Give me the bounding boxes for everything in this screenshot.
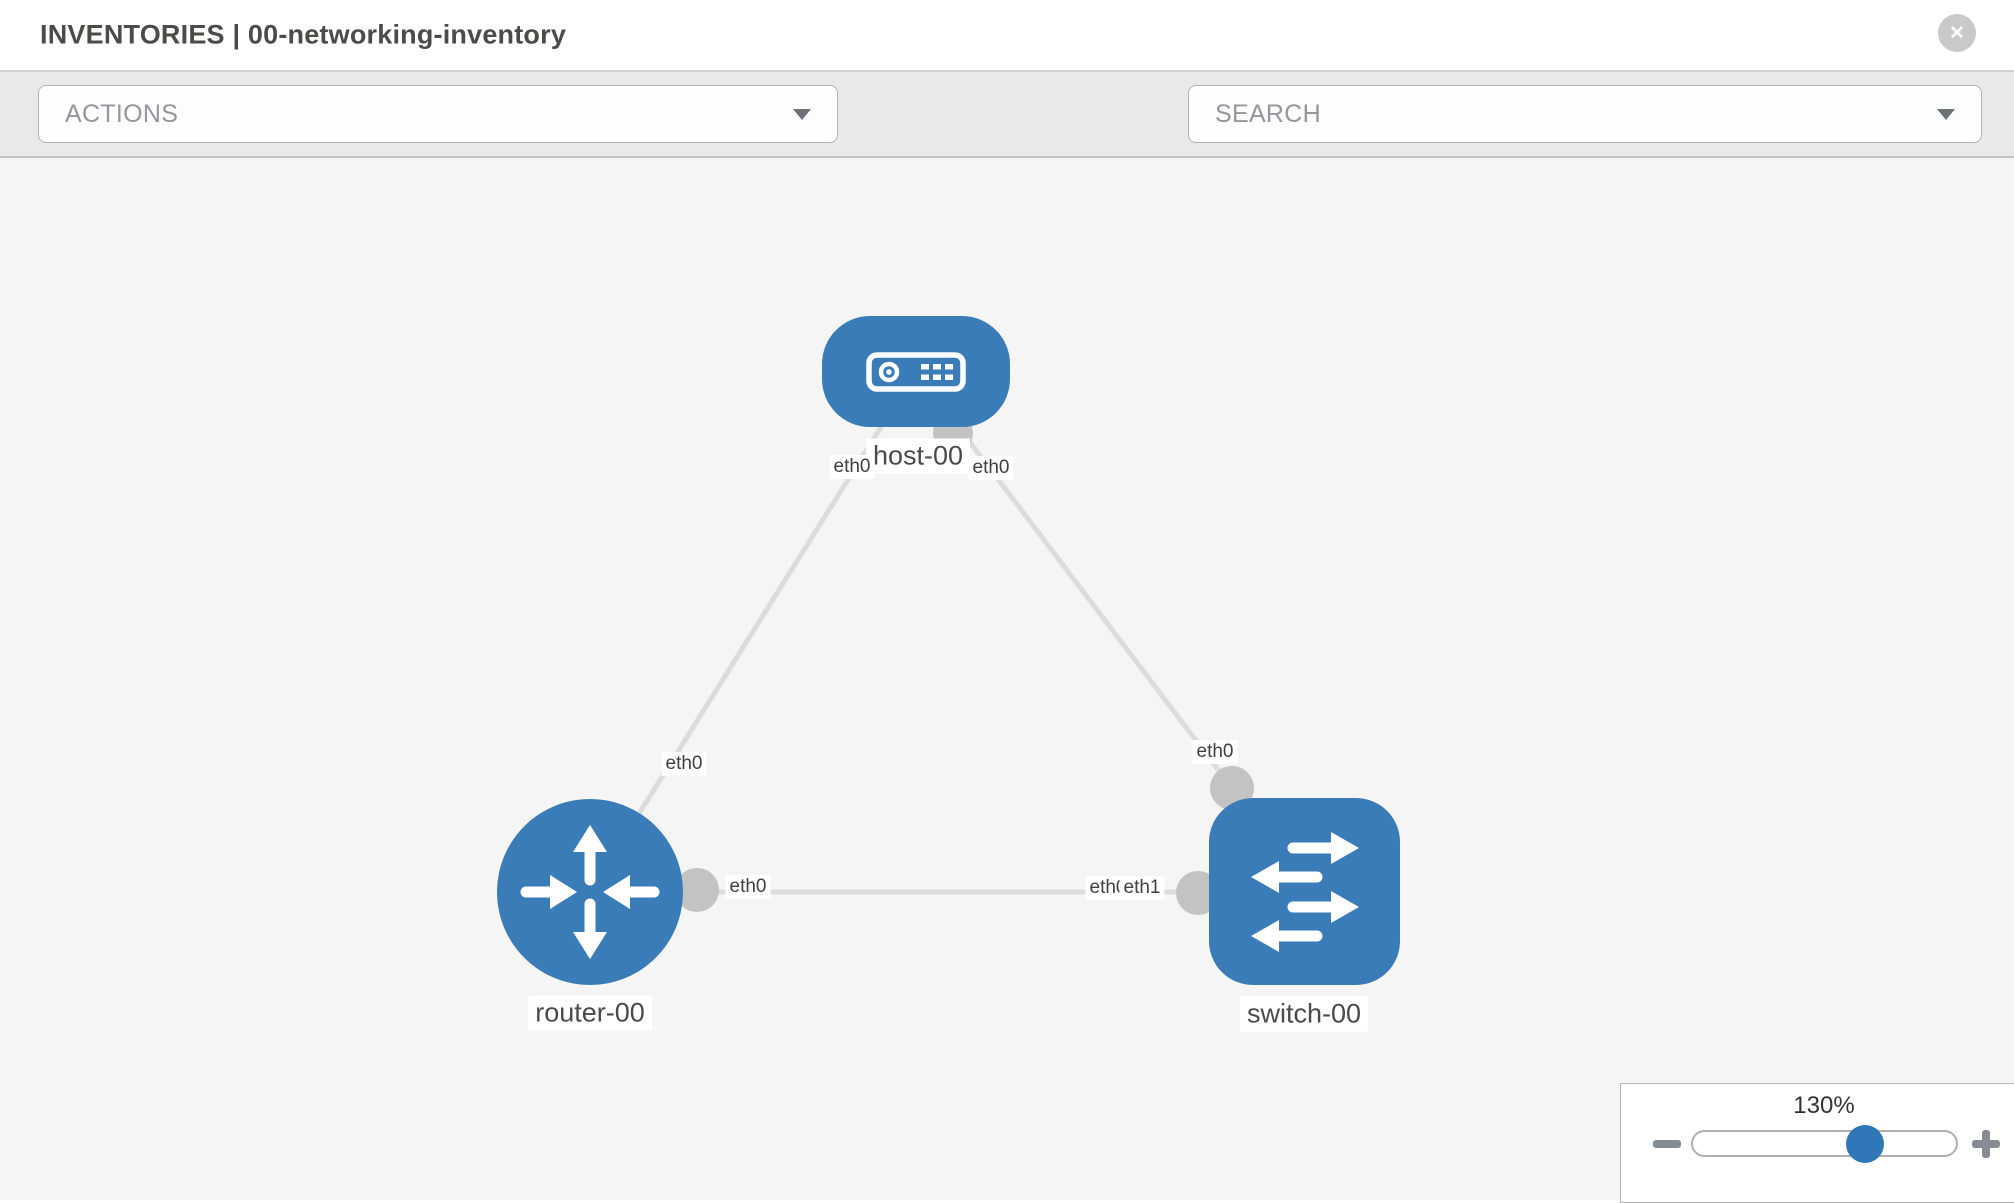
interface-label: eth0 <box>829 455 875 479</box>
close-icon: ✕ <box>1949 22 1965 44</box>
router-icon <box>520 825 660 959</box>
zoom-level-label: 130% <box>1793 1092 1855 1119</box>
interface-label: eth1 <box>1119 876 1165 900</box>
interface-label: eth0 <box>968 456 1014 480</box>
node-host-00[interactable] <box>822 316 1010 427</box>
zoom-out-button[interactable] <box>1653 1140 1681 1148</box>
node-label-switch: switch-00 <box>1239 996 1369 1032</box>
host-icon <box>866 351 966 392</box>
interface-label: eth0 <box>1192 740 1238 764</box>
toolbar: ACTIONS SEARCH <box>0 72 2014 203</box>
switch-icon <box>1250 831 1359 952</box>
interface-dot <box>675 868 719 912</box>
zoom-slider-handle[interactable] <box>1846 1125 1884 1163</box>
node-router-00[interactable] <box>497 799 683 985</box>
interface-label: eth0 <box>661 752 707 776</box>
chevron-down-icon <box>793 108 811 120</box>
plus-icon <box>1982 1130 1990 1158</box>
zoom-in-button[interactable] <box>1972 1130 2000 1158</box>
chevron-down-icon <box>1937 108 1955 120</box>
actions-dropdown[interactable]: ACTIONS <box>38 85 838 143</box>
close-button[interactable]: ✕ <box>1938 14 1976 52</box>
links-layer <box>587 369 1305 915</box>
actions-dropdown-label: ACTIONS <box>65 99 179 128</box>
node-switch-00[interactable] <box>1209 798 1400 985</box>
interface-label: eth0 <box>725 875 771 899</box>
zoom-panel: 130% <box>1620 1083 2014 1203</box>
node-label-router: router-00 <box>528 995 652 1031</box>
topology-canvas[interactable]: host-00 router-00 switch-00 eth0 eth0 et… <box>0 158 2014 1200</box>
zoom-slider-track[interactable] <box>1691 1130 1958 1157</box>
page-title: INVENTORIES | 00-networking-inventory <box>40 19 567 50</box>
search-dropdown[interactable]: SEARCH <box>1188 85 1982 143</box>
search-dropdown-label: SEARCH <box>1215 99 1321 128</box>
node-label-host: host-00 <box>865 438 971 474</box>
header: INVENTORIES | 00-networking-inventory ✕ <box>0 0 2014 72</box>
